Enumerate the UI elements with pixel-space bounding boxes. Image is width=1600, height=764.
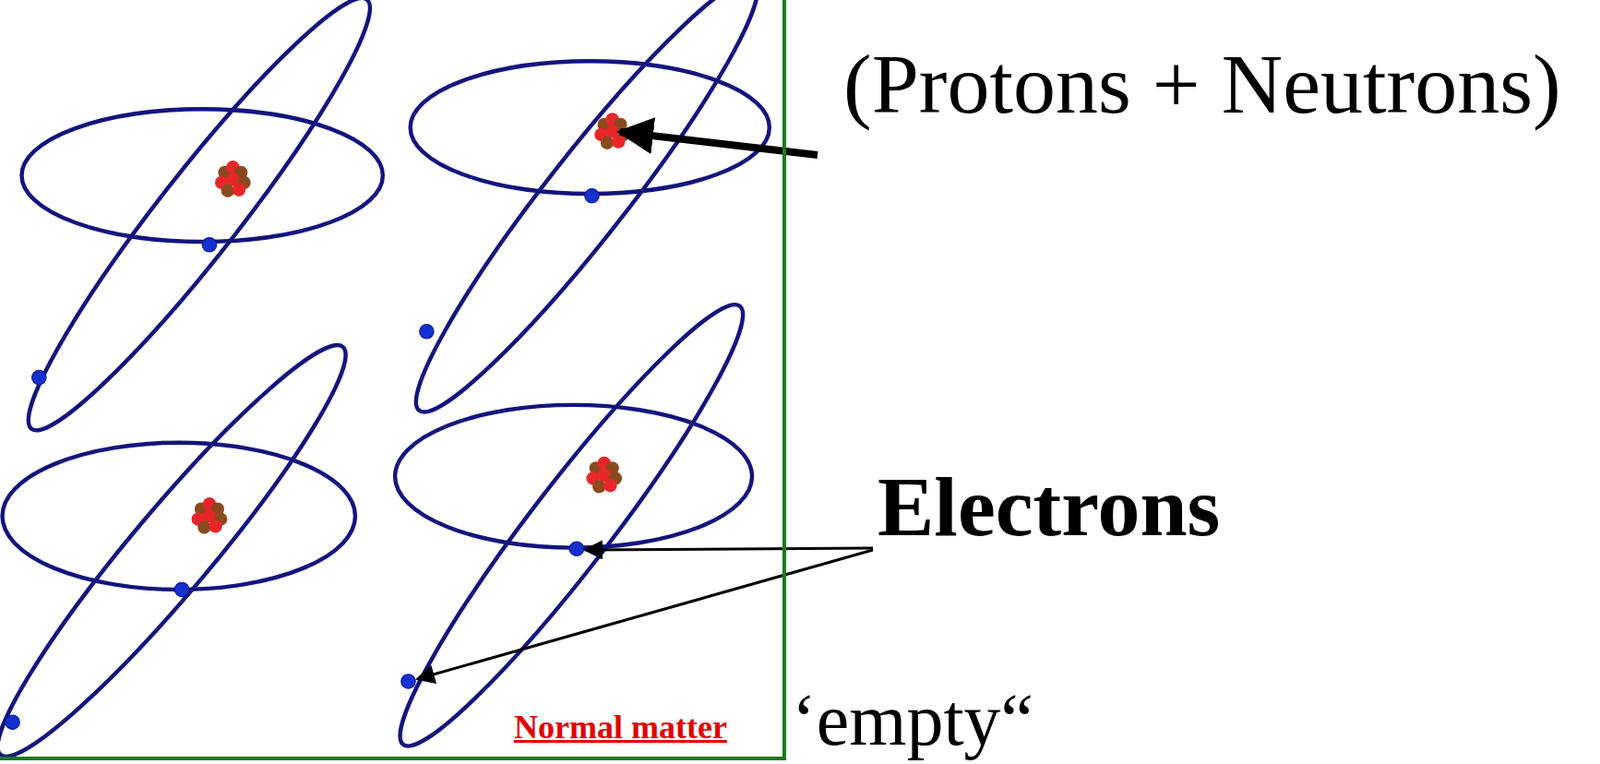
nucleus — [191, 497, 228, 535]
electrons — [5, 189, 599, 730]
electron — [401, 674, 416, 689]
electron — [569, 541, 584, 556]
electron — [32, 370, 47, 384]
orbit — [0, 0, 399, 454]
electron — [585, 189, 599, 203]
matter-frame: Normal matter — [0, 0, 787, 761]
leader-arrow — [417, 549, 873, 680]
electron — [419, 324, 434, 339]
electron — [174, 582, 189, 597]
orbits — [0, 0, 788, 764]
nucleus — [214, 160, 251, 198]
orbit — [370, 281, 773, 764]
leader-arrow — [585, 548, 873, 550]
electron — [5, 715, 20, 729]
orbit — [386, 0, 787, 436]
nuclei — [191, 112, 631, 535]
frame-caption: Normal matter — [513, 710, 728, 744]
annotation-label: ‘empty“ — [791, 682, 1034, 757]
orbit — [0, 321, 374, 764]
orbit — [22, 108, 383, 242]
orbit — [2, 442, 356, 590]
nucleus — [585, 456, 622, 494]
leader-arrow — [620, 131, 818, 156]
electron — [202, 238, 216, 252]
orbit — [394, 405, 753, 549]
annotation-label: Electrons — [877, 464, 1220, 550]
annotation-label: (Protons + Neutrons) — [843, 41, 1562, 127]
